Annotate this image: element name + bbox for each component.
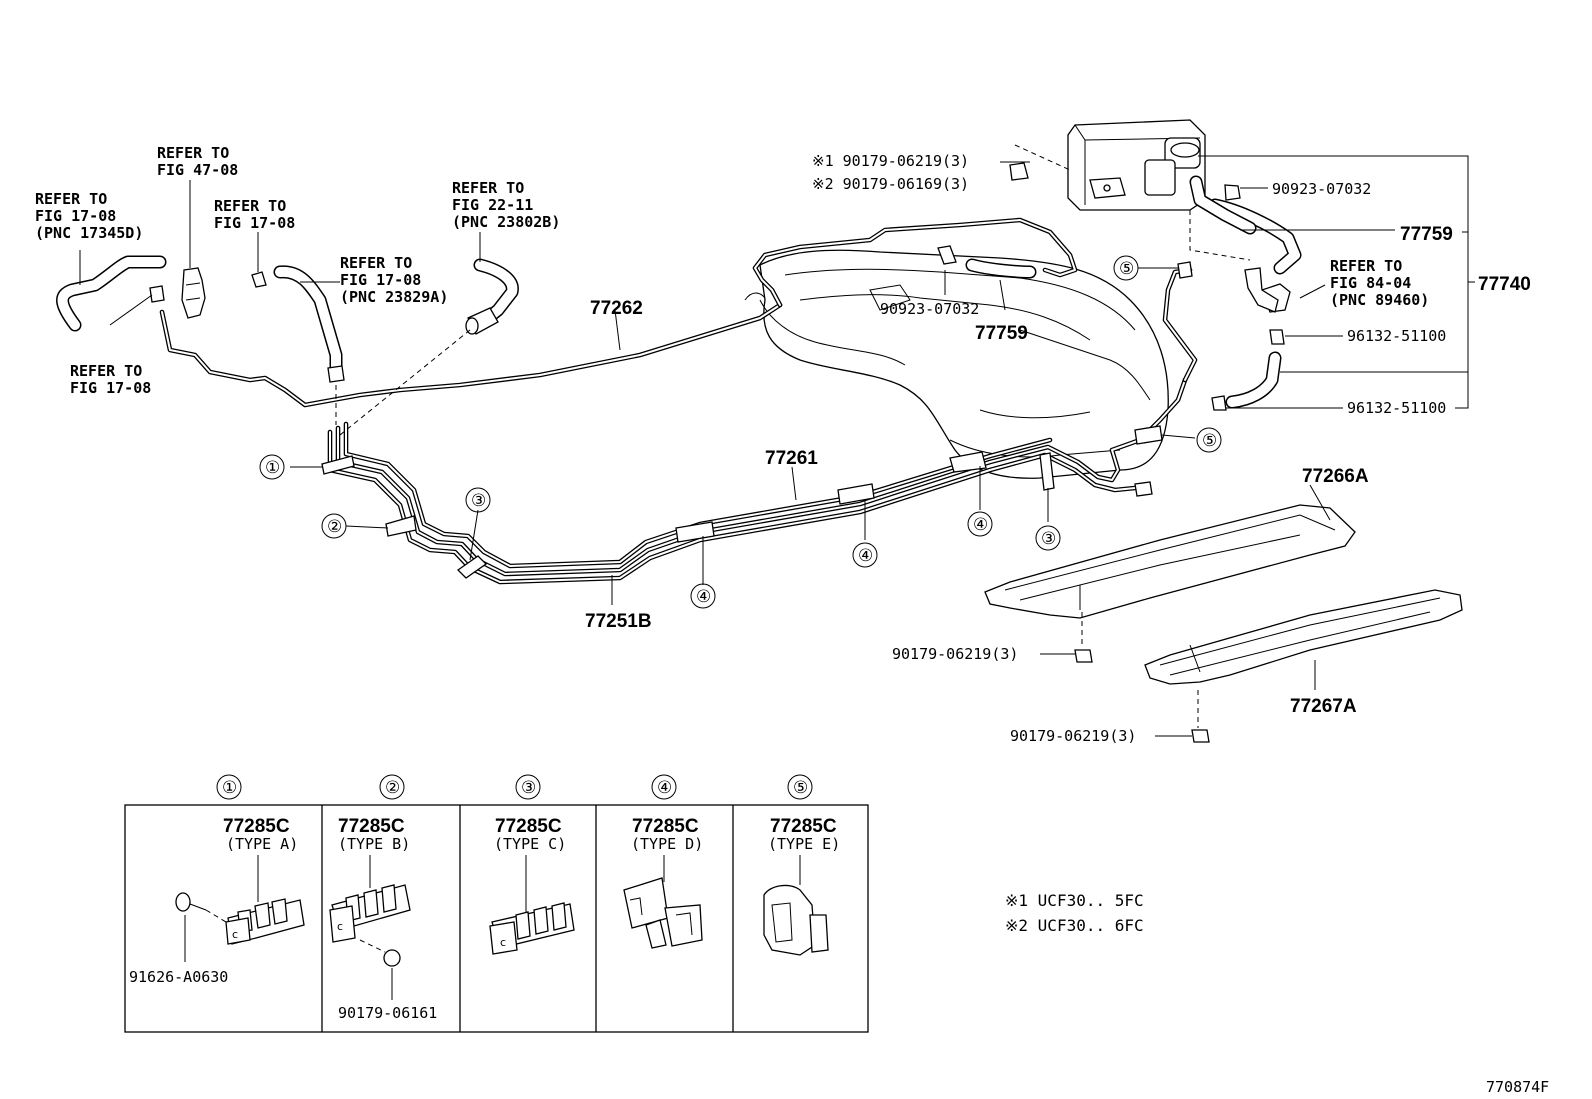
clamp-e-type: (TYPE E) [768, 835, 840, 853]
part-77266a: 77266A [1302, 466, 1369, 487]
part-96132-51100-a: 96132-51100 [1347, 327, 1446, 345]
callout-3-b: ③ [1041, 529, 1056, 549]
clamp-e-part: 77285C [770, 816, 837, 837]
part-90179-note1: ※1 90179-06219(3) [812, 152, 969, 170]
callout-5-b: ⑤ [1202, 431, 1217, 451]
clamp-d-illustration [623, 855, 703, 949]
charcoal-canister [1067, 119, 1206, 211]
svg-text:c: c [337, 920, 343, 933]
part-90923-07032-b: 90923-07032 [880, 300, 979, 318]
svg-text:c: c [232, 928, 238, 941]
clamp-a-bolt: 91626-A0630 [129, 968, 228, 986]
part-number-labels: 77262 77261 77251B 77266A 77267A 77759 7… [585, 152, 1531, 745]
table-header-5: ⑤ [793, 778, 808, 798]
clamp-b-nut: 90179-06161 [338, 1004, 437, 1022]
footnotes: ※1 UCF30.. 5FC ※2 UCF30.. 6FC 770874F [1005, 891, 1549, 1096]
under-covers [984, 504, 1463, 743]
callout-3-a: ③ [471, 491, 486, 511]
callout-1: ① [265, 458, 280, 478]
callout-5-a: ⑤ [1119, 259, 1134, 279]
part-90923-07032-a: 90923-07032 [1272, 180, 1371, 198]
clamp-c-part: 77285C [495, 816, 562, 837]
part-77267a: 77267A [1290, 696, 1357, 717]
part-90179-note2: ※2 90179-06169(3) [812, 175, 969, 193]
clamp-c-illustration: c [489, 855, 575, 955]
callout-4-c: ④ [973, 515, 988, 535]
hoses-right [937, 144, 1302, 411]
fuel-tank [744, 249, 1169, 479]
table-header-4: ④ [657, 778, 672, 798]
clamp-d-type: (TYPE D) [631, 835, 703, 853]
note-1: ※1 UCF30.. 5FC [1005, 891, 1144, 910]
callout-2: ② [327, 517, 342, 537]
table-header-1: ① [222, 778, 237, 798]
callout-4-a: ④ [696, 587, 711, 607]
clamp-a-part: 77285C [223, 816, 290, 837]
part-90179-06219-mid: 90179-06219(3) [892, 645, 1018, 663]
note-2: ※2 UCF30.. 6FC [1005, 916, 1144, 935]
callout-4-b: ④ [858, 546, 873, 566]
clamp-e-illustration [763, 855, 829, 956]
leader-lines [79, 155, 1475, 737]
part-77262: 77262 [590, 298, 643, 319]
callout-markers: ① ② ③ ③ ④ ④ ④ ⑤ ⑤ [259, 255, 1222, 609]
clamp-a-illustration: c [175, 855, 305, 962]
clamp-b-illustration: c [329, 855, 411, 1000]
part-77759-a: 77759 [1400, 224, 1453, 245]
clamp-type-table: ① ② ③ ④ ⑤ 77285C (TYPE A) 91626-A0630 c … [124, 774, 869, 1033]
part-77759-b: 77759 [975, 323, 1028, 344]
table-header-2: ② [385, 778, 400, 798]
part-90179-06219-low: 90179-06219(3) [1010, 727, 1136, 745]
part-96132-51100-b: 96132-51100 [1347, 399, 1446, 417]
figure-id: 770874F [1486, 1078, 1549, 1096]
line-clamps [321, 261, 1193, 579]
clamp-c-type: (TYPE C) [494, 835, 566, 853]
table-header-3: ③ [521, 778, 536, 798]
clamp-b-part: 77285C [338, 816, 405, 837]
clamp-a-type: (TYPE A) [226, 835, 298, 853]
clamp-b-type: (TYPE B) [338, 835, 410, 853]
hoses-left [56, 255, 519, 436]
part-77740: 77740 [1478, 274, 1531, 295]
fuel-pipes [159, 217, 1198, 585]
clamp-d-part: 77285C [632, 816, 699, 837]
part-77261: 77261 [765, 448, 818, 469]
svg-text:c: c [500, 936, 506, 949]
part-77251b: 77251B [585, 611, 652, 632]
